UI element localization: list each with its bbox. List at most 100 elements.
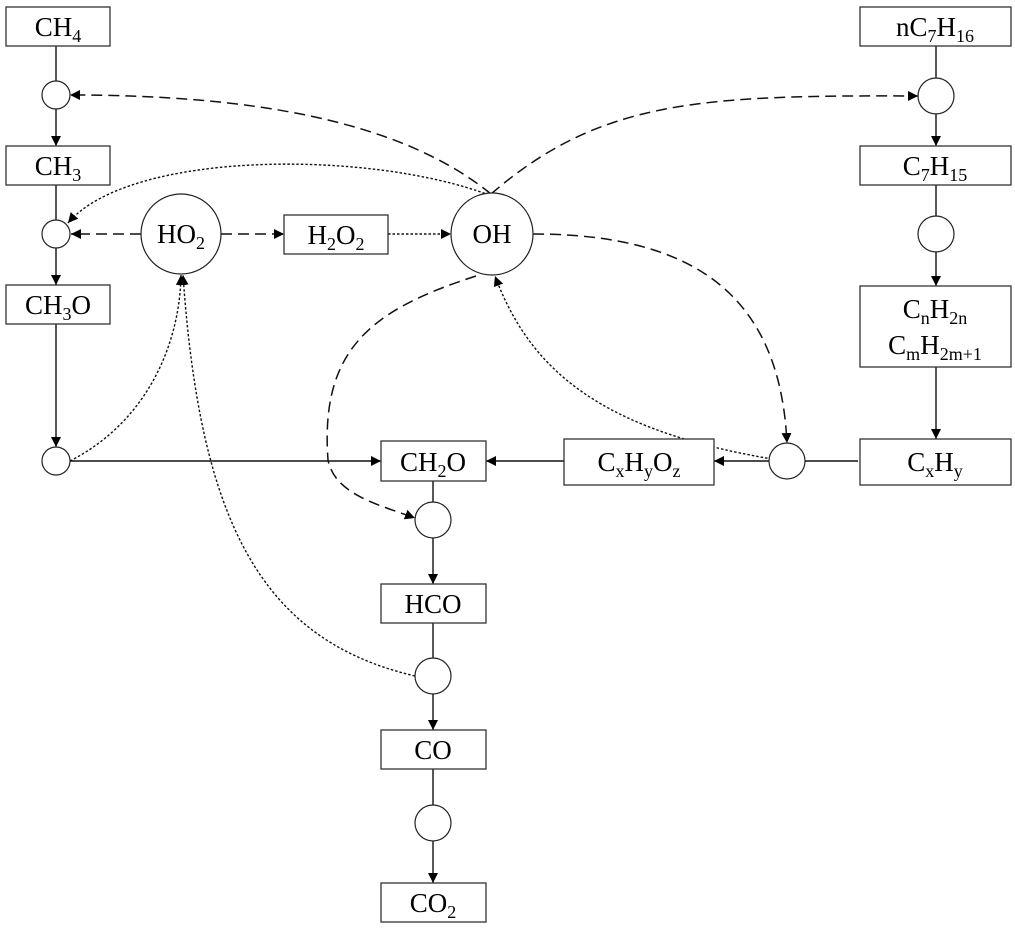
formula-text: H bbox=[920, 330, 940, 360]
formula-text: OH bbox=[473, 219, 512, 249]
formula-text: H bbox=[930, 151, 950, 181]
formula-text: H bbox=[308, 220, 328, 250]
formula-subscript: n bbox=[921, 308, 930, 328]
box-cxhy bbox=[859, 438, 1012, 486]
radical-node-oh bbox=[450, 192, 534, 276]
formula-text: H bbox=[930, 294, 950, 324]
box-ch3o bbox=[5, 284, 111, 325]
reaction-node bbox=[917, 215, 955, 253]
formula-text: O bbox=[72, 290, 92, 320]
formula-subscript: 7 bbox=[921, 165, 930, 185]
label-ho2: HO2 bbox=[157, 219, 205, 253]
box-nc7h16 bbox=[859, 6, 1012, 47]
box-hco bbox=[380, 583, 487, 624]
dashed-edges bbox=[69, 90, 919, 520]
formula-text: CH bbox=[35, 151, 73, 181]
formula-text: O bbox=[447, 447, 467, 477]
formula-subscript: 3 bbox=[63, 304, 72, 324]
formula-text: CO bbox=[414, 735, 452, 765]
label-ch3: CH3 bbox=[35, 151, 82, 185]
formula-text: C bbox=[903, 151, 921, 181]
solid-edges bbox=[51, 46, 941, 883]
box-co2 bbox=[380, 882, 487, 923]
species-boxes bbox=[5, 6, 1012, 923]
formula-text: C bbox=[903, 294, 921, 324]
formula-text: H bbox=[934, 447, 954, 477]
formula-subscript: x bbox=[925, 461, 934, 481]
reaction-nodes bbox=[41, 77, 955, 842]
reaction-node bbox=[414, 501, 452, 539]
formula-text: CH bbox=[25, 290, 63, 320]
edge-oh-node1 bbox=[69, 90, 492, 195]
label-co2: CO2 bbox=[410, 888, 457, 922]
formula-subscript: y bbox=[644, 461, 653, 481]
species-labels: CH4 CH3 CH3O HO2 H2O2 OH nC7H16 C7H15 Cn… bbox=[25, 12, 982, 922]
formula-subscript: 7 bbox=[928, 26, 937, 46]
reaction-node bbox=[414, 657, 452, 695]
formula-subscript: 2 bbox=[447, 902, 456, 922]
formula-subscript: 4 bbox=[72, 26, 81, 46]
box-ch2o bbox=[380, 440, 487, 482]
formula-text: O bbox=[653, 447, 673, 477]
formula-text: H bbox=[625, 447, 645, 477]
formula-subscript: 2m+1 bbox=[940, 344, 982, 364]
reaction-node bbox=[768, 442, 806, 480]
edge-oh-nc7h16-node bbox=[490, 90, 919, 195]
formula-subscript: y bbox=[954, 461, 963, 481]
reaction-node bbox=[41, 446, 71, 476]
edge-oh-cxhy-node bbox=[532, 233, 792, 444]
formula-text: O bbox=[336, 220, 356, 250]
formula-text: CH bbox=[35, 12, 73, 42]
formula-subscript: z bbox=[673, 461, 681, 481]
formula-text: C bbox=[907, 447, 925, 477]
formula-subscript: m bbox=[906, 344, 920, 364]
label-cnh2n: CnH2n bbox=[903, 294, 968, 328]
formula-text: HCO bbox=[404, 589, 461, 619]
label-co: CO bbox=[414, 735, 452, 765]
formula-text: C bbox=[597, 447, 615, 477]
reaction-node bbox=[414, 804, 452, 842]
formula-subscript: 2 bbox=[356, 234, 365, 254]
formula-text: HO bbox=[157, 219, 196, 249]
edge-oh-node2 bbox=[67, 163, 490, 224]
edge-oh-ch2o-node bbox=[326, 275, 477, 520]
label-nc7h16: nC7H16 bbox=[896, 12, 974, 46]
label-cmh2m1: CmH2m+1 bbox=[888, 330, 982, 364]
label-ch3o: CH3O bbox=[25, 290, 91, 324]
box-ch3 bbox=[5, 145, 111, 186]
label-cxhy: CxHy bbox=[907, 447, 963, 481]
formula-subscript: 2 bbox=[327, 234, 336, 254]
label-ch2o: CH2O bbox=[400, 447, 466, 481]
label-h2o2: H2O2 bbox=[308, 220, 365, 254]
formula-subscript: 16 bbox=[956, 26, 974, 46]
box-cnh2n bbox=[859, 285, 1012, 368]
formula-text: CH bbox=[400, 447, 438, 477]
label-cxhyoz: CxHyOz bbox=[597, 447, 680, 481]
box-c7h15 bbox=[859, 145, 1012, 186]
formula-text: C bbox=[888, 330, 906, 360]
formula-text: H bbox=[937, 12, 957, 42]
formula-subscript: 2 bbox=[196, 233, 205, 253]
formula-text: nC bbox=[896, 12, 928, 42]
formula-subscript: 2n bbox=[949, 308, 967, 328]
formula-subscript: 2 bbox=[438, 461, 447, 481]
label-c7h15: C7H15 bbox=[903, 151, 968, 185]
formula-subscript: 3 bbox=[72, 165, 81, 185]
edge-cxhy-node-oh bbox=[493, 275, 773, 460]
edge-node3-ho2 bbox=[69, 274, 186, 462]
reaction-node bbox=[41, 219, 71, 249]
box-cxhyoz bbox=[563, 438, 715, 486]
label-oh: OH bbox=[473, 219, 512, 249]
formula-text: CO bbox=[410, 888, 448, 918]
label-ch4: CH4 bbox=[35, 12, 82, 46]
edge-hco-node-ho2 bbox=[178, 274, 416, 677]
label-hco: HCO bbox=[404, 589, 461, 619]
reaction-node bbox=[41, 80, 71, 110]
box-h2o2 bbox=[283, 214, 389, 255]
radical-node-ho2 bbox=[140, 193, 222, 275]
box-ch4 bbox=[5, 6, 111, 47]
formula-subscript: x bbox=[616, 461, 625, 481]
reaction-node bbox=[917, 77, 955, 115]
formula-subscript: 15 bbox=[949, 165, 967, 185]
